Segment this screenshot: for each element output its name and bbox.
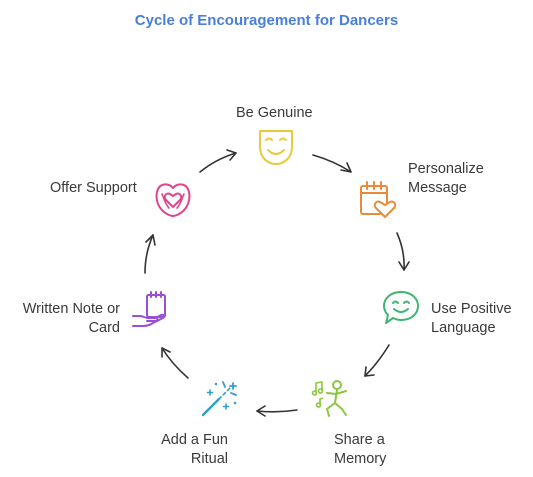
step-label-add-a-fun-ritual: Add a Fun Ritual: [161, 432, 228, 467]
sparkler-icon: [201, 381, 237, 417]
dancing-person-icon: [311, 380, 347, 417]
step-label-offer-support: Offer Support: [50, 180, 137, 196]
arrow-use-positive-language-to-share-a-memory: [364, 344, 390, 377]
smiling-speech-bubble-icon: [383, 291, 419, 324]
arrow-personalize-message-to-use-positive-language: [396, 232, 410, 271]
smiling-mask-icon: [259, 130, 293, 165]
hands-holding-heart-icon: [155, 183, 191, 217]
step-label-personalize-message: Personalize Message: [408, 161, 484, 196]
step-label-written-note-or-card: Written Note or Card: [22, 301, 120, 336]
hand-holding-note-icon: [132, 291, 166, 327]
step-label-use-positive-language: Use Positive Language: [431, 301, 512, 336]
step-label-be-genuine: Be Genuine: [236, 105, 313, 121]
arrow-written-note-or-card-to-offer-support: [144, 234, 156, 274]
diagram-title: Cycle of Encouragement for Dancers: [134, 12, 399, 29]
step-label-share-a-memory: Share a Memory: [334, 432, 387, 467]
arrow-share-a-memory-to-add-a-fun-ritual: [256, 405, 298, 417]
calendar-heart-icon: [360, 181, 397, 218]
arrow-add-a-fun-ritual-to-written-note-or-card: [161, 347, 189, 379]
arrow-offer-support-to-be-genuine: [199, 149, 237, 173]
arrow-be-genuine-to-personalize-message: [312, 154, 352, 173]
